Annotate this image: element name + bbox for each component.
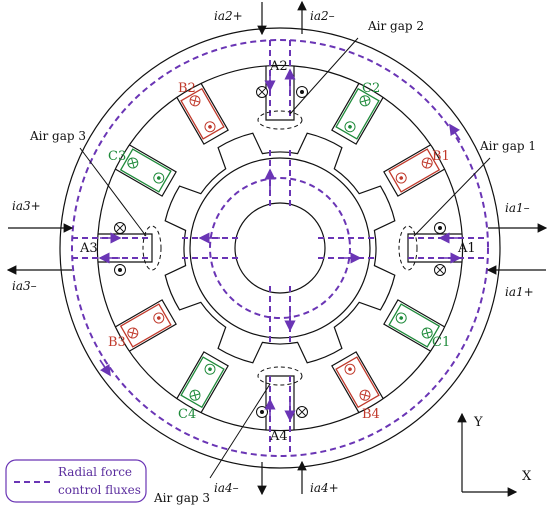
air-gap-1-ellipse (398, 225, 418, 271)
coils-group (114, 86, 446, 418)
legend-line-2: control fluxes (58, 483, 141, 497)
annotation-air-gap-3-left: Air gap 3 (29, 129, 86, 143)
a-conductor-cross-2 (114, 222, 126, 234)
air-gap-3-bottom-ellipse (257, 366, 303, 386)
a-conductor-dot-6 (256, 406, 268, 418)
current-ia1-minus: ia1– (505, 201, 530, 215)
coil-c4 (180, 356, 225, 409)
current-ia2-minus: ia2– (310, 9, 335, 23)
label-a4: A4 (269, 429, 288, 444)
rotor-outline (164, 132, 396, 364)
current-ia3-plus: ia3+ (12, 199, 41, 213)
current-ia1-plus: ia1+ (505, 285, 534, 299)
air-gap-3-left-ellipse (142, 225, 162, 271)
label-c1: C1 (432, 335, 450, 350)
xy-axes (457, 412, 518, 497)
a-conductor-cross-4 (256, 86, 268, 98)
coil-b2 (180, 87, 225, 140)
label-b4: B4 (362, 407, 380, 422)
coil-c1 (388, 303, 441, 348)
label-c4: C4 (178, 407, 196, 422)
current-ia3-minus: ia3– (12, 279, 37, 293)
current-ia4-minus: ia4– (214, 481, 239, 495)
flux-paths (71, 39, 489, 457)
current-leads (6, 0, 548, 496)
air-gap-marks (142, 110, 418, 386)
current-ia2-plus: ia2+ (214, 9, 243, 23)
label-c2: C2 (362, 81, 380, 96)
annotation-air-gap-2: Air gap 2 (367, 19, 424, 33)
stator-pole-contour (96, 64, 464, 432)
flux-arrows (98, 68, 462, 422)
label-b3: B3 (108, 335, 126, 350)
label-a2: A2 (269, 59, 288, 74)
flux-rotor-ring (209, 177, 351, 319)
shaft (234, 202, 326, 294)
a-conductor-dot-5 (296, 86, 308, 98)
air-gap-2-ellipse (257, 110, 303, 130)
flux-outer-ring (71, 39, 489, 457)
axis-x-label: X (522, 469, 532, 484)
label-b2: B2 (178, 81, 196, 96)
coil-b4 (335, 356, 380, 409)
stator-outer-circle (59, 27, 501, 469)
label-a1: A1 (457, 241, 476, 256)
a-conductor-cross-7 (296, 406, 308, 418)
annotation-air-gap-1: Air gap 1 (479, 139, 536, 153)
label-b1: B1 (432, 149, 450, 164)
air-gap-leaders (79, 37, 491, 479)
annotation-air-gap-3-bottom: Air gap 3 (153, 491, 210, 505)
coil-b1 (388, 148, 441, 193)
legend-line-1: Radial force (58, 465, 132, 479)
a-conductor-cross-1 (434, 264, 446, 276)
coil-b3 (119, 303, 172, 348)
rotor-inner-ring (189, 157, 371, 339)
a-conductor-dot-3 (114, 264, 126, 276)
label-a3: A3 (79, 241, 98, 256)
a-conductor-dot-0 (434, 222, 446, 234)
current-ia4-plus: ia4+ (310, 481, 339, 495)
label-c3: C3 (108, 149, 126, 164)
coil-c2 (335, 87, 380, 140)
coil-c3 (119, 148, 172, 193)
axis-y-label: Y (473, 415, 483, 430)
legend-box (5, 459, 147, 503)
